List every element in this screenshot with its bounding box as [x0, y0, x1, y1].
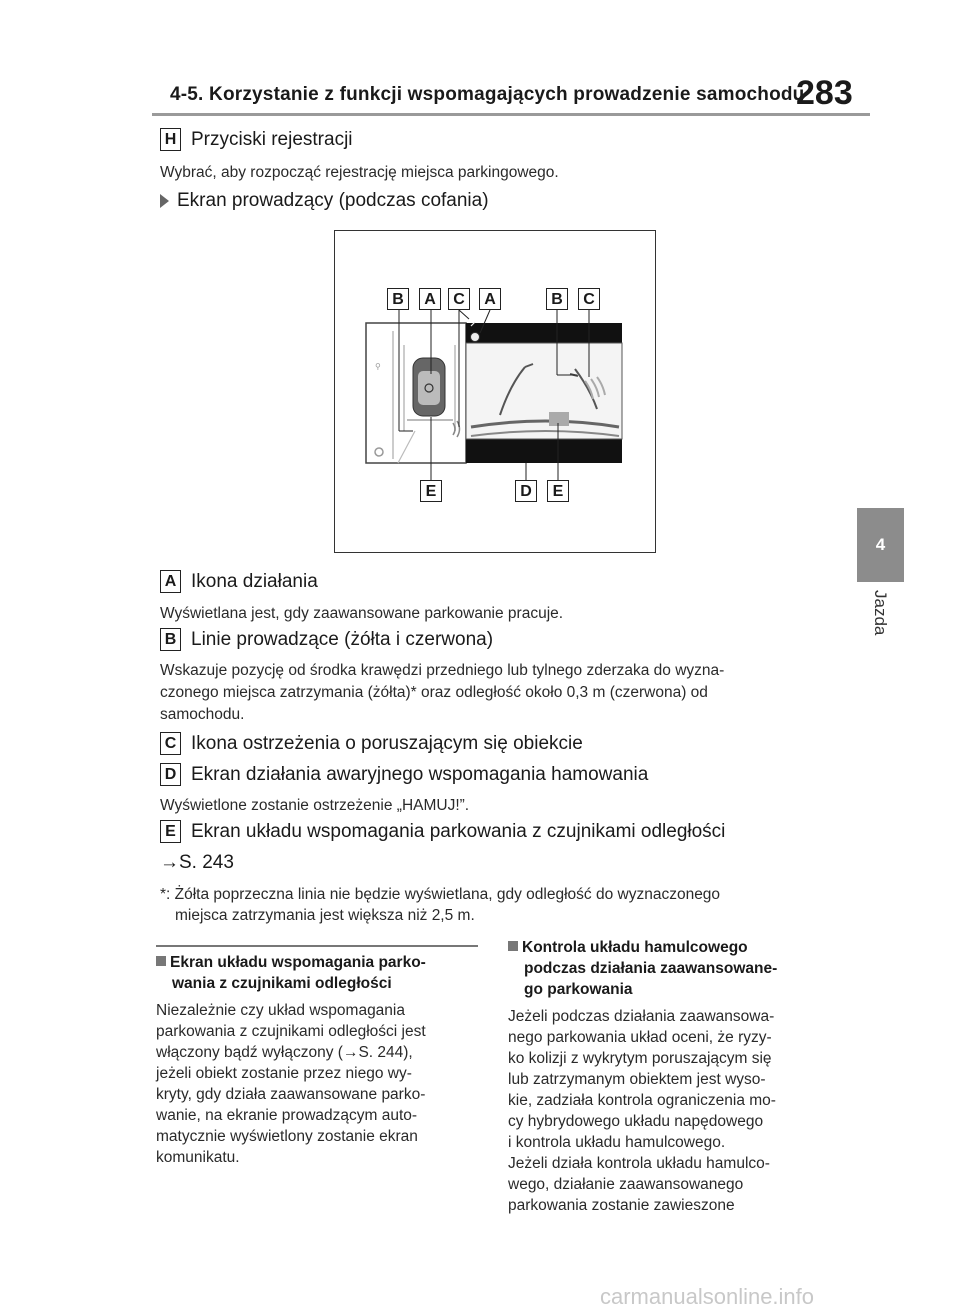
footnote-line: *: Żółta poprzeczna linia nie będzie wyś… [160, 886, 721, 903]
item-b-text-line: Wskazuje pozycję od środka krawędzi prze… [160, 662, 725, 679]
callout-b: B [546, 288, 568, 310]
item-d-heading: D Ekran działania awaryjnego wspomagania… [160, 763, 648, 786]
left-column-rule [156, 945, 478, 947]
callout-d: D [515, 480, 537, 502]
right-column-text: Jeżeli podczas działania zaawansowa- neg… [508, 1008, 776, 1214]
callout-c: C [578, 288, 600, 310]
key-a: A [160, 570, 181, 593]
key-e: E [160, 820, 181, 843]
item-b-title: Linie prowadzące (żółta i czerwona) [191, 628, 494, 650]
left-column-title-line: wania z czujnikami odległości [172, 975, 392, 992]
header-divider [152, 113, 870, 116]
item-d-text: Wyświetlone zostanie ostrzeżenie „HAMUJ!… [160, 797, 470, 814]
watermark: carmanualsonline.info [600, 1284, 815, 1309]
item-h-text: Wybrać, aby rozpocząć rejestrację miejsc… [160, 164, 559, 181]
section-title: Ekran prowadzący (podczas cofania) [177, 190, 489, 211]
svg-text:⚲: ⚲ [375, 362, 381, 371]
triangle-bullet-icon [160, 194, 169, 208]
distance-line [470, 419, 620, 429]
guidance-screen-figure: ⚲ [334, 230, 656, 553]
chapter-tab[interactable]: 4 [857, 508, 904, 582]
chapter-title: 4-5. Korzystanie z funkcji wspomagającyc… [170, 84, 805, 105]
callout-e: E [420, 480, 442, 502]
guide-line-left [499, 366, 526, 416]
left-column-text: Niezależnie czy układ wspomagania parkow… [156, 1002, 426, 1166]
item-b-text-line: czonego miejsca zatrzymania (żółta)* ora… [160, 684, 708, 701]
section-heading: Ekran prowadzący (podczas cofania) [160, 190, 489, 212]
moving-object-warning-icon [596, 376, 606, 396]
item-b-heading: B Linie prowadzące (żółta i czerwona) [160, 628, 493, 651]
callout-a: A [419, 288, 441, 310]
item-c-heading: C Ikona ostrzeżenia o poruszającym się o… [160, 732, 583, 755]
key-b: B [160, 628, 181, 651]
item-b-text-line: samochodu. [160, 706, 245, 723]
callout-b: B [387, 288, 409, 310]
key-d: D [160, 763, 181, 786]
key-c: C [160, 732, 181, 755]
item-a-text: Wyświetlana jest, gdy zaawansowane parko… [160, 605, 564, 622]
right-column-title-line: podczas działania zaawansowane- [524, 960, 778, 977]
left-column-title: Ekran układu wspomagania parko- [156, 952, 426, 973]
callout-a: A [479, 288, 501, 310]
brake-indicator [549, 412, 569, 426]
item-h-title: Przyciski rejestracji [191, 128, 353, 150]
item-a-heading: A Ikona działania [160, 570, 318, 593]
item-e-title: Ekran układu wspomagania parkowania z cz… [191, 820, 726, 842]
operation-icon [470, 332, 480, 342]
guide-line-right [574, 368, 598, 410]
square-bullet-icon [156, 956, 166, 966]
callout-c: C [448, 288, 470, 310]
guidance-screen-illustration: ⚲ [365, 309, 623, 481]
item-e-reference-link[interactable]: →S. 243 [160, 852, 234, 873]
item-h-heading: H Przyciski rejestracji [160, 128, 353, 151]
chapter-tab-label: Jazda [871, 590, 890, 636]
footnote-line: miejsca zatrzymania jest większa niż 2,5… [175, 907, 475, 924]
item-a-title: Ikona działania [191, 570, 318, 592]
item-d-title: Ekran działania awaryjnego wspomagania h… [191, 763, 649, 785]
right-column-title: Kontrola układu hamulcowego [508, 937, 748, 958]
key-h: H [160, 128, 181, 151]
right-column-title-line: go parkowania [524, 981, 633, 998]
item-e-heading: E Ekran układu wspomagania parkowania z … [160, 820, 725, 843]
item-c-title: Ikona ostrzeżenia o poruszającym się obi… [191, 732, 583, 754]
settings-icon [374, 447, 384, 457]
callout-e: E [547, 480, 569, 502]
page-number: 283 [796, 74, 853, 112]
square-bullet-icon [508, 941, 518, 951]
